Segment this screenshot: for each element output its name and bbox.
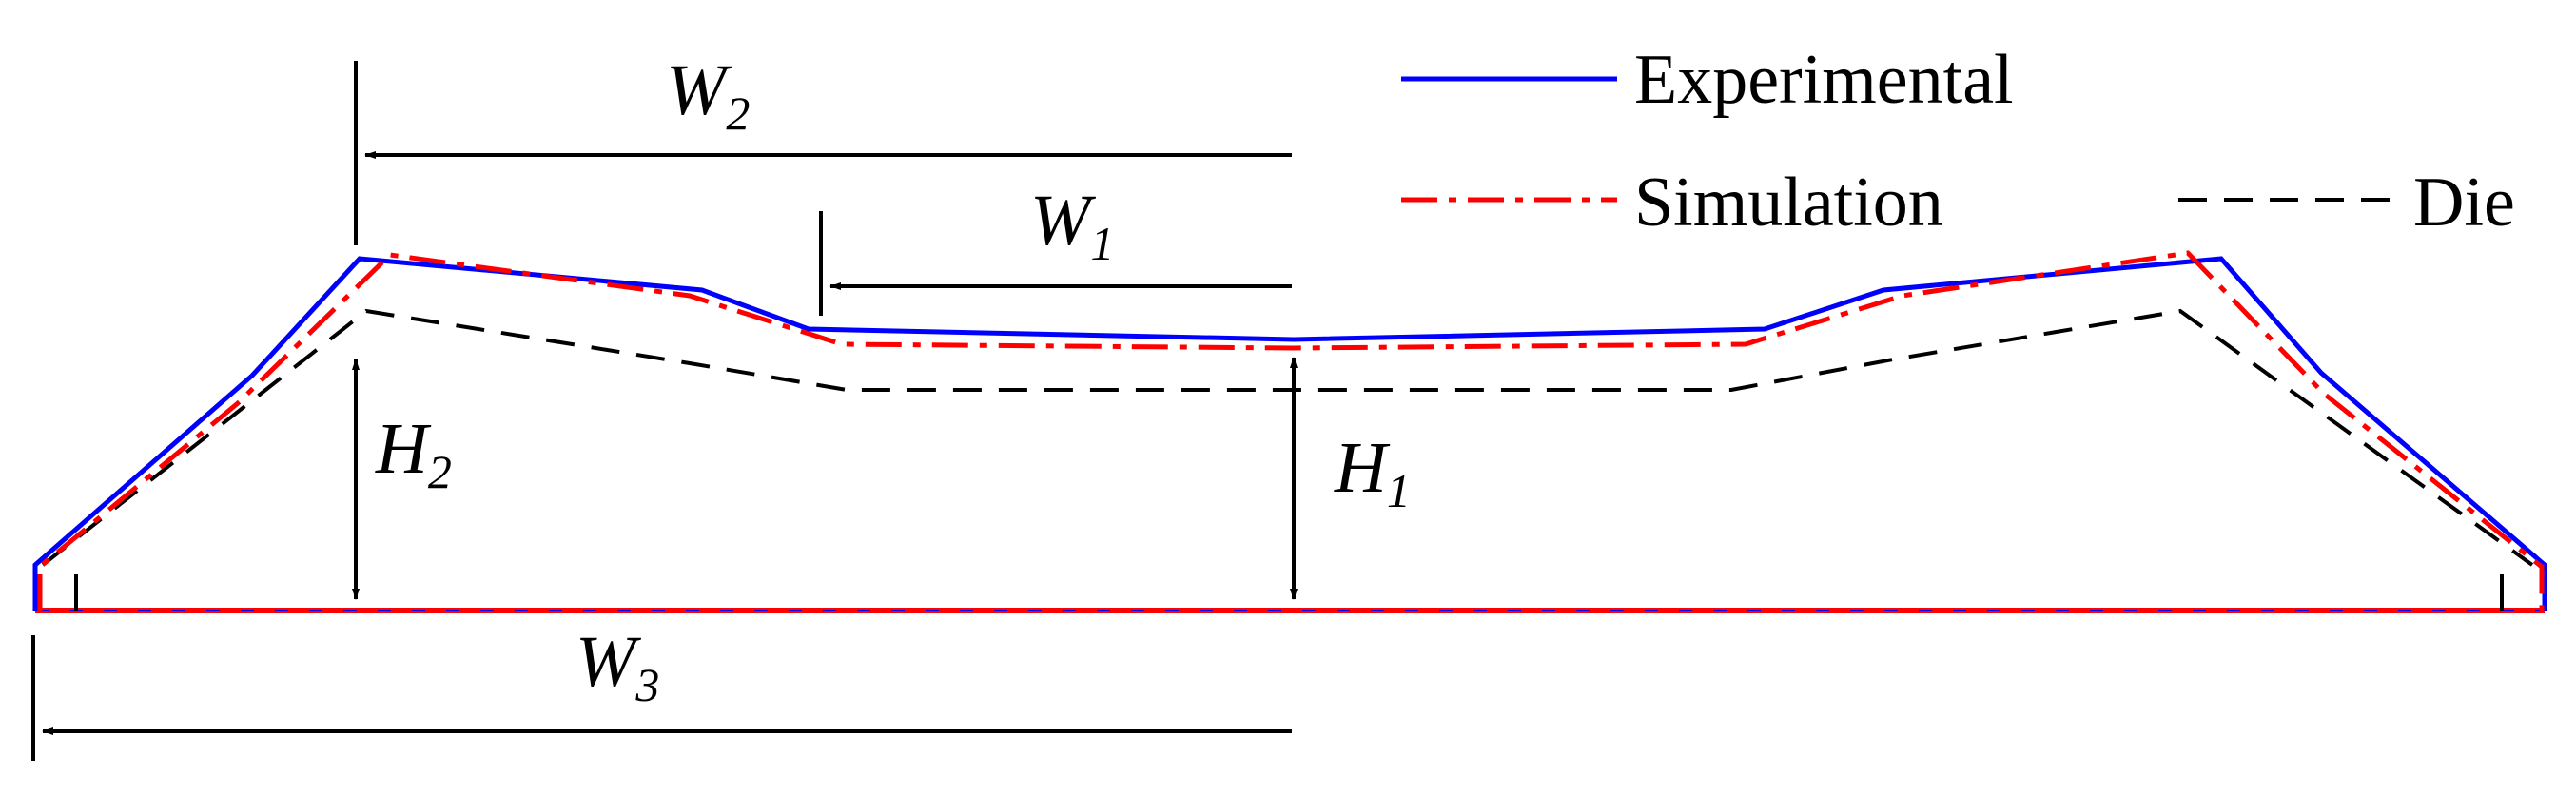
experimental-profile	[32, 256, 2547, 611]
legend-die-label: Die	[2413, 164, 2515, 242]
w1-label: W1	[1030, 181, 1114, 270]
h1-label: H1	[1334, 428, 1411, 517]
h2-label: H2	[375, 409, 452, 498]
legend: Experimental Simulation Die	[1401, 41, 2515, 242]
w2-label: W2	[666, 50, 750, 140]
w3-label: W3	[576, 622, 659, 711]
legend-simulation-label: Simulation	[1634, 164, 1943, 242]
legend-experimental-label: Experimental	[1634, 41, 2014, 119]
die-profile	[41, 308, 2534, 567]
simulation-profile	[37, 250, 2545, 611]
